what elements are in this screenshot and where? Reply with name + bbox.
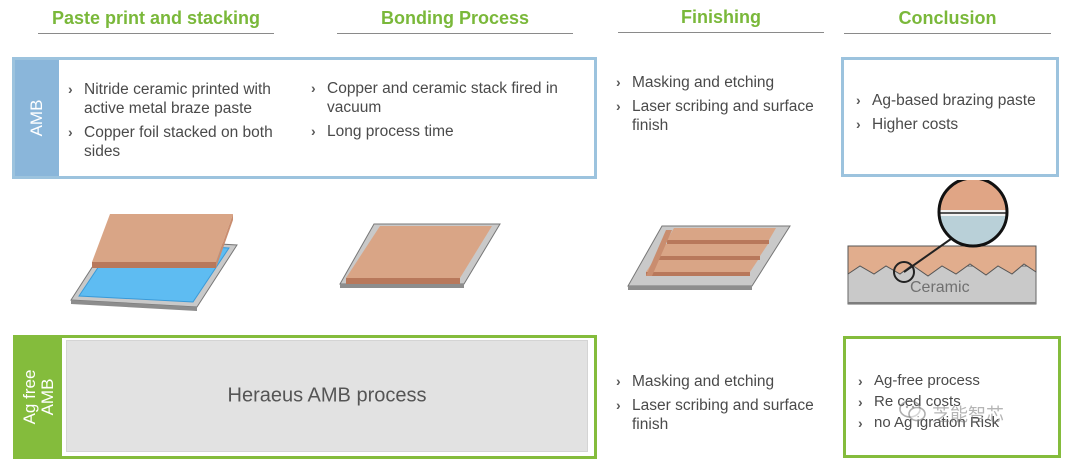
amb-tab: AMB — [15, 60, 59, 176]
list-item: › Masking and etching — [616, 372, 831, 391]
copper-foil-edge — [92, 262, 216, 268]
header-underline — [38, 33, 274, 34]
list-item: › no Ag igration Risk — [858, 414, 1053, 432]
list-item: › Masking and etching — [616, 73, 831, 92]
stacking-illustration — [70, 214, 238, 311]
bullet-text: Laser scribing and surface finish — [632, 98, 814, 134]
ceramic-substrate-edge — [628, 286, 752, 290]
list-item: › Laser scribing and surface finish — [616, 97, 831, 135]
chevron-right-icon: › — [311, 80, 316, 96]
list-item: › Copper foil stacked on both sides — [68, 123, 293, 161]
agfree-conclusion-box — [843, 336, 1061, 458]
agfree-conclusion-bullets: › Ag-free process › Re ced costs › no Ag ig… — [858, 372, 1053, 437]
amb-process-box: AMB — [12, 57, 597, 179]
list-item: › Laser scribing and surface finish — [616, 396, 831, 434]
agfree-process-box: Ag free AMB — [13, 335, 597, 459]
wechat-watermark-icon — [899, 400, 926, 422]
chevron-right-icon: › — [856, 116, 861, 132]
bullet-text: Ag-free process — [874, 372, 980, 389]
copper-trace-edge — [667, 240, 769, 244]
chevron-right-icon: › — [68, 124, 73, 140]
watermark-text: 芝能智芯 — [932, 405, 1004, 425]
chevron-right-icon: › — [856, 92, 861, 108]
copper-trace — [646, 260, 758, 272]
header-bonding-label: Bonding Process — [380, 8, 530, 28]
bullet-text: Re ced costs — [874, 393, 961, 410]
header-finishing-label: Finishing — [681, 7, 761, 27]
copper-trace-end — [646, 230, 672, 276]
amb-conclusion-box — [841, 57, 1059, 177]
amb-tab-label: AMB — [27, 99, 46, 137]
bullet-text: Nitride ceramic printed with active meta… — [84, 81, 271, 117]
list-item: › Nitride ceramic printed with active met… — [68, 80, 293, 118]
ceramic-substrate-edge — [340, 284, 464, 288]
list-item: › Long process time — [311, 122, 581, 141]
list-item: › Higher costs — [856, 115, 1046, 134]
ceramic-label: Ceramic — [910, 279, 970, 296]
ceramic-block-edge — [848, 302, 1036, 304]
chevron-right-icon: › — [858, 415, 863, 431]
zoom-marker-circle — [893, 261, 915, 283]
bullet-text: Copper and ceramic stack fired in vacuum — [327, 80, 558, 116]
header-paste-print-label: Paste print and stacking — [51, 8, 261, 28]
bullet-text: Laser scribing and surface finish — [632, 397, 814, 433]
header-underline — [618, 32, 824, 33]
copper-foil — [92, 214, 233, 262]
chevron-right-icon: › — [616, 74, 621, 90]
chevron-right-icon: › — [616, 98, 621, 114]
copper-trace — [667, 228, 776, 240]
amb-bonding-bullets: › Copper and ceramic stack fired in vacuu… — [311, 79, 581, 146]
chevron-right-icon: › — [858, 373, 863, 389]
agfree-tab-label: Ag free AMB — [20, 369, 57, 425]
copper-trace-edge — [646, 272, 750, 276]
heraeus-process-label: Heraeus AMB process — [227, 384, 427, 407]
finished-substrate-illustration — [627, 225, 791, 290]
header-finishing: Finishing — [618, 7, 824, 33]
ceramic-substrate-edge — [71, 300, 197, 311]
bullet-text: Copper foil stacked on both sides — [84, 124, 273, 160]
agfree-tab: Ag free AMB — [16, 338, 62, 456]
copper-layer-edge — [346, 278, 460, 284]
magnifier-leader-line — [903, 233, 959, 273]
header-underline — [844, 33, 1051, 34]
chevron-right-icon: › — [858, 394, 863, 410]
list-item: › Ag-based brazing paste — [856, 91, 1046, 110]
list-item: › Re ced costs — [858, 393, 1053, 411]
bullet-text: no Ag igration Risk — [874, 414, 1000, 431]
bullet-text: Long process time — [327, 123, 454, 140]
amb-paste-bullets: › Nitride ceramic printed with active met… — [68, 80, 293, 166]
bullet-text: Higher costs — [872, 116, 959, 133]
bullet-text: Masking and etching — [632, 373, 775, 390]
header-underline — [337, 33, 573, 34]
chevron-right-icon: › — [616, 373, 621, 389]
copper-trace-edge — [656, 256, 760, 260]
bonded-stack-illustration — [339, 223, 501, 288]
chevron-right-icon: › — [68, 81, 73, 97]
header-conclusion-label: Conclusion — [898, 8, 997, 28]
copper-layer — [346, 226, 492, 278]
chevron-right-icon: › — [311, 123, 316, 139]
heraeus-process-panel: Heraeus AMB process — [66, 340, 588, 452]
magnifier-circle — [937, 180, 1009, 248]
list-item: › Ag-free process — [858, 372, 1053, 390]
chevron-right-icon: › — [616, 397, 621, 413]
amb-conclusion-bullets: › Ag-based brazing paste › Higher costs — [856, 91, 1046, 139]
bullet-text: Masking and etching — [632, 74, 775, 91]
list-item: › Copper and ceramic stack fired in vacuu… — [311, 79, 581, 117]
agfree-finishing-bullets: › Masking and etching › Laser scribing and… — [616, 372, 831, 439]
header-conclusion: Conclusion — [844, 8, 1051, 34]
copper-trace — [656, 244, 768, 256]
bullet-text: Ag-based brazing paste — [872, 92, 1036, 109]
ceramic-block — [847, 265, 1037, 305]
header-paste-print: Paste print and stacking — [38, 8, 274, 34]
amb-finishing-bullets: › Masking and etching › Laser scribing and… — [616, 73, 831, 140]
header-bonding: Bonding Process — [337, 8, 573, 34]
copper-foil-side — [216, 214, 233, 268]
interface-cross-section — [847, 180, 1037, 305]
